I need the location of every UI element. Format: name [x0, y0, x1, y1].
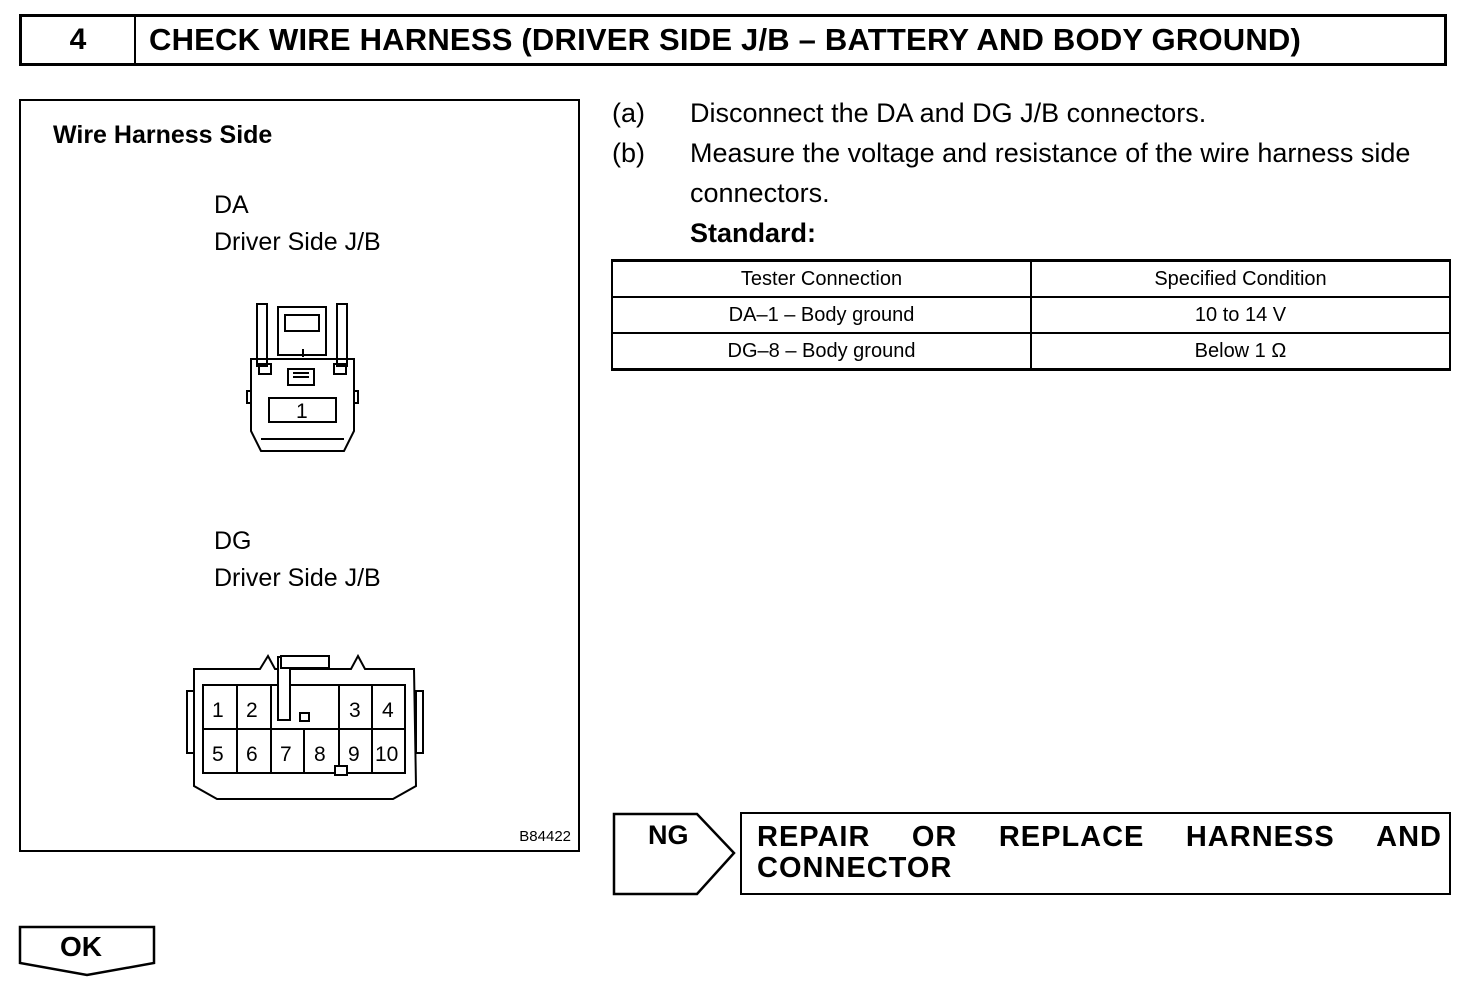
table-cell: Below 1 Ω [1030, 332, 1451, 371]
ng-action-word: REPAIR [757, 821, 871, 853]
table-row: DA–1 – Body ground 10 to 14 V [611, 296, 1451, 334]
dg-pin-5: 5 [212, 743, 224, 766]
table-header-tester: Tester Connection [611, 259, 1032, 298]
step-title: CHECK WIRE HARNESS (DRIVER SIDE J/B – BA… [149, 22, 1302, 57]
dg-pin-2: 2 [246, 699, 258, 722]
dg-pin-3: 3 [349, 699, 361, 722]
diagram-title: Wire Harness Side [53, 121, 273, 149]
connector-diagram-panel: Wire Harness Side DA Driver Side J/B DG … [19, 99, 580, 852]
connector-drawings: 1 1 2 3 4 5 6 7 8 9 10 [186, 303, 424, 800]
ng-action-word: HARNESS [1185, 821, 1335, 853]
procedure-steps: (a) Disconnect the DA and DG J/B connect… [612, 93, 1454, 253]
da-pin-1: 1 [296, 400, 308, 423]
da-connector-drawing [246, 303, 359, 452]
step-b-text: Measure the voltage and resistance of th… [690, 138, 1411, 208]
ng-action-box: REPAIR OR REPLACE HARNESS AND CONNECTOR [740, 812, 1451, 895]
dg-pin-7: 7 [280, 743, 292, 766]
spec-table: Tester Connection Specified Condition DA… [611, 259, 1451, 371]
ng-action-word: REPLACE [998, 821, 1145, 853]
da-connector-label: DA Driver Side J/B [214, 187, 381, 261]
step-b-letter: (b) [612, 138, 645, 168]
dg-pin-1: 1 [212, 699, 224, 722]
ng-action-word: OR [911, 821, 958, 853]
step-header: 4 CHECK WIRE HARNESS (DRIVER SIDE J/B – … [19, 14, 1447, 66]
ng-action-line2: CONNECTOR [757, 852, 953, 884]
table-row: DG–8 – Body ground Below 1 Ω [611, 332, 1451, 371]
ok-arrow-shape [18, 925, 156, 977]
ng-action-line1: REPAIR OR REPLACE HARNESS AND [757, 822, 1442, 853]
table-cell: 10 to 14 V [1030, 296, 1451, 334]
ng-action-word: AND [1376, 821, 1442, 853]
dg-pin-9: 9 [348, 743, 360, 766]
ng-arrow-shape [612, 812, 736, 896]
table-cell: DA–1 – Body ground [611, 296, 1032, 334]
figure-id: B84422 [519, 828, 571, 845]
step-a-letter: (a) [612, 98, 645, 128]
step-a: (a) Disconnect the DA and DG J/B connect… [612, 93, 1454, 133]
table-header-row: Tester Connection Specified Condition [611, 259, 1451, 298]
dg-connector-name: DG [214, 527, 252, 555]
da-connector-name: DA [214, 191, 249, 219]
standard-label: Standard: [690, 218, 817, 248]
dg-pin-4: 4 [382, 699, 394, 722]
dg-pin-8: 8 [314, 743, 326, 766]
dg-pin-6: 6 [246, 743, 258, 766]
table-header-condition: Specified Condition [1030, 259, 1451, 298]
step-a-text: Disconnect the DA and DG J/B connectors. [690, 98, 1207, 128]
da-connector-location: Driver Side J/B [214, 228, 381, 256]
step-number: 4 [22, 17, 136, 63]
dg-connector-location: Driver Side J/B [214, 564, 381, 592]
table-cell: DG–8 – Body ground [611, 332, 1032, 371]
step-b: (b) Measure the voltage and resistance o… [612, 133, 1454, 213]
dg-pin-10: 10 [375, 743, 398, 766]
dg-connector-label: DG Driver Side J/B [214, 523, 381, 597]
dg-connector-drawing [186, 653, 424, 800]
ok-label: OK [60, 931, 102, 962]
ng-label: NG [648, 820, 689, 850]
